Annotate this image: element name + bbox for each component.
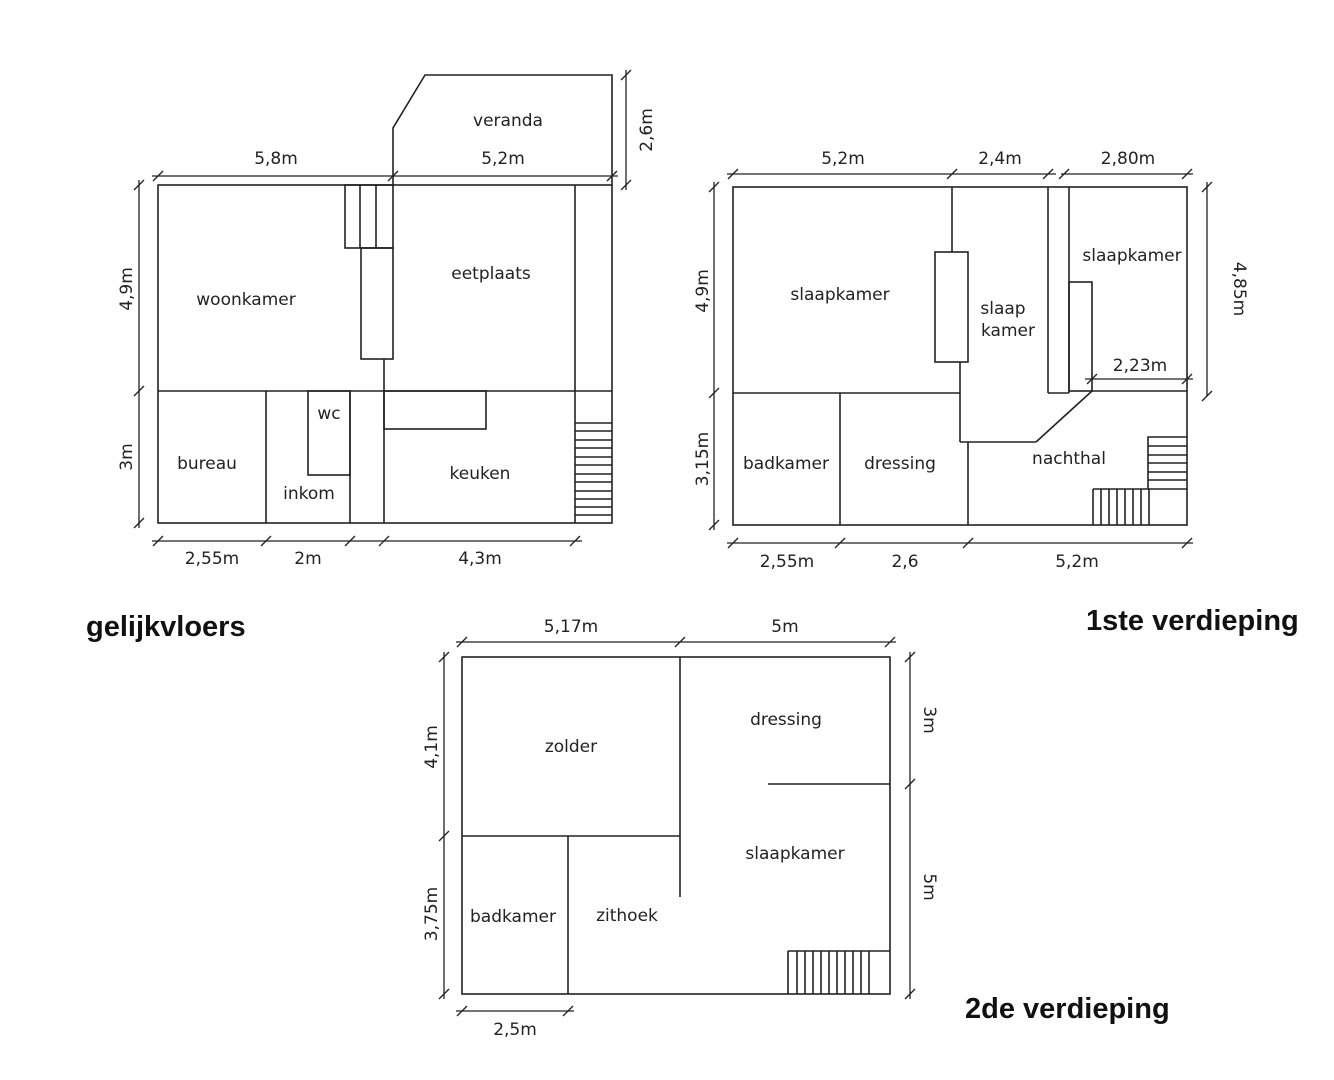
room-label-inkom: inkom bbox=[283, 484, 335, 504]
dim-label: 5,2m bbox=[821, 149, 865, 169]
dim-label: 2,80m bbox=[1101, 149, 1155, 169]
second-stairs bbox=[787, 950, 890, 994]
dim-label: 4,9m bbox=[117, 267, 137, 311]
dim-label: 2,55m bbox=[185, 549, 239, 569]
ground-stairs-right bbox=[575, 422, 612, 516]
room-label-woonkamer: woonkamer bbox=[196, 290, 295, 310]
kitchen-counter bbox=[383, 390, 487, 430]
room-label-badkamer: badkamer bbox=[470, 907, 556, 927]
floor-title-first: 1ste verdieping bbox=[1086, 605, 1299, 637]
dim-label: 4,85m bbox=[1229, 262, 1249, 316]
wc-box bbox=[307, 390, 351, 476]
first-dimension-lines bbox=[708, 168, 1213, 549]
room-label-slaapkamer: slaapkamer bbox=[790, 285, 889, 305]
second-dimension-lines bbox=[438, 636, 916, 1017]
dim-label: 3m bbox=[117, 443, 137, 470]
ground-dimension-lines bbox=[133, 69, 632, 547]
dim-label: 5,2m bbox=[1055, 552, 1099, 572]
dim-label: 3m bbox=[919, 706, 939, 733]
veranda-outline bbox=[392, 74, 613, 185]
first-outer-wall bbox=[732, 186, 1188, 526]
room-label-slaap: slaap bbox=[980, 299, 1025, 319]
ground-room-labels: veranda woonkamer eetplaats wc bureau in… bbox=[177, 111, 543, 504]
dim-label: 2,6 bbox=[891, 552, 918, 572]
room-label-zolder: zolder bbox=[545, 737, 597, 757]
dim-label: 2,23m bbox=[1113, 356, 1167, 376]
dim-label: 5,17m bbox=[544, 617, 598, 637]
room-label-bureau: bureau bbox=[177, 454, 237, 474]
dim-label: 2,4m bbox=[978, 149, 1022, 169]
room-label-slaapkamer: slaapkamer bbox=[745, 844, 844, 864]
dim-label: 3,15m bbox=[693, 432, 713, 486]
ground-stair-column bbox=[360, 247, 394, 360]
dim-label: 5,8m bbox=[254, 149, 298, 169]
dim-label: 2,55m bbox=[760, 552, 814, 572]
first-stairs bbox=[1092, 436, 1187, 525]
room-label-eetplaats: eetplaats bbox=[451, 264, 531, 284]
second-room-labels: zolder dressing slaapkamer badkamer zith… bbox=[470, 710, 845, 927]
room-label-dressing: dressing bbox=[864, 454, 936, 474]
dim-label: 3,75m bbox=[422, 887, 442, 941]
second-floor-plan bbox=[461, 656, 891, 995]
room-label-veranda: veranda bbox=[473, 111, 543, 131]
first-dimension-labels: 5,2m 2,4m 2,80m 2,23m 4,9m 3,15m 4,85m 2… bbox=[693, 149, 1249, 572]
room-label-slaapkamer-right: slaapkamer bbox=[1082, 246, 1181, 266]
dim-label: 4,3m bbox=[458, 549, 502, 569]
ground-dimension-labels: 5,8m 5,2m 2,6m 4,9m 3m 2,55m 2m 4,3m bbox=[117, 108, 657, 569]
first-room-labels: slaapkamer slaap kamer slaapkamer badkam… bbox=[743, 246, 1182, 474]
room-label-badkamer: badkamer bbox=[743, 454, 829, 474]
dim-label: 2m bbox=[294, 549, 321, 569]
room-label-kamer: kamer bbox=[981, 321, 1035, 341]
second-dimension-labels: 5,17m 5m 4,1m 3,75m 3m 5m 2,5m bbox=[422, 617, 939, 1040]
ground-stairs-top bbox=[344, 184, 394, 249]
dim-label: 4,9m bbox=[693, 269, 713, 313]
dim-label: 5m bbox=[919, 873, 939, 900]
room-label-zithoek: zithoek bbox=[596, 906, 658, 926]
first-floor-plan bbox=[732, 186, 1188, 526]
room-label-dressing: dressing bbox=[750, 710, 822, 730]
dim-label: 5m bbox=[771, 617, 798, 637]
dim-label: 4,1m bbox=[422, 725, 442, 769]
floor-title-ground: gelijkvloers bbox=[86, 611, 246, 643]
dim-label: 5,2m bbox=[481, 149, 525, 169]
room-label-wc: wc bbox=[317, 404, 340, 424]
second-outer-wall bbox=[461, 656, 891, 995]
first-cabinet bbox=[934, 251, 969, 363]
room-label-keuken: keuken bbox=[450, 464, 511, 484]
dim-label: 2,5m bbox=[493, 1020, 537, 1040]
ground-floor-plan bbox=[157, 74, 613, 524]
first-closet bbox=[1068, 281, 1093, 392]
floor-title-second: 2de verdieping bbox=[965, 993, 1170, 1025]
room-label-nachthal: nachthal bbox=[1032, 449, 1106, 469]
dim-label: 2,6m bbox=[637, 108, 657, 152]
